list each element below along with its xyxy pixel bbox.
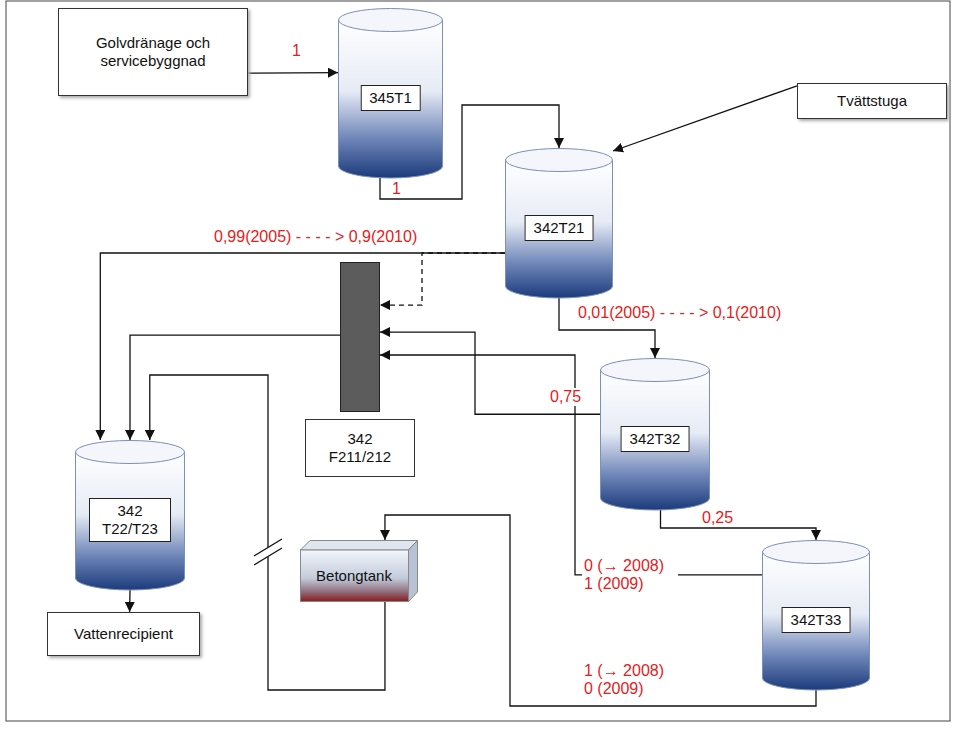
flow-connector xyxy=(380,253,505,305)
flow-fraction: 0,01(2005) - - - - > 0,1(2010) xyxy=(576,304,783,322)
node-label: 342T32 xyxy=(621,426,690,452)
node-label: 342 T22/T23 xyxy=(89,498,171,542)
flow-connector xyxy=(385,515,816,706)
node-label: 342T33 xyxy=(782,607,851,633)
process-box: Tvättstuga xyxy=(797,83,947,119)
flow-fraction: 0,25 xyxy=(700,509,735,527)
node-label: Vattenrecipient xyxy=(74,625,173,643)
flow-fraction: 1 (→ 2008) 0 (2009) xyxy=(582,662,678,698)
tank-cylinder: 342T21 xyxy=(505,148,613,298)
flow-connector xyxy=(380,355,762,575)
flow-fraction: 1 xyxy=(290,42,303,60)
flow-fraction: 1 xyxy=(390,180,403,198)
flow-connector xyxy=(380,332,600,414)
concrete-tank: Betongtank xyxy=(300,540,418,602)
process-box: Vattenrecipient xyxy=(47,612,200,656)
node-label: Tvättstuga xyxy=(837,92,907,110)
flow-connector xyxy=(129,590,131,612)
flow-connector xyxy=(248,72,338,74)
frame xyxy=(6,1,950,721)
tank-cylinder: 345T1 xyxy=(338,8,443,178)
node-label: 342T21 xyxy=(525,215,594,241)
filter-unit: 342 F211/212 xyxy=(340,262,380,412)
node-label: 345T1 xyxy=(360,85,421,111)
node-label: 342 F211/212 xyxy=(305,419,415,477)
process-box: Golvdränage och servicebyggnad xyxy=(58,8,248,96)
flow-fraction: 0,99(2005) - - - - > 0,9(2010) xyxy=(212,228,419,246)
node-label: Golvdränage och servicebyggnad xyxy=(64,34,242,70)
node-label: Betongtank xyxy=(308,564,400,588)
tank-cylinder: 342T33 xyxy=(762,540,870,690)
flow-fraction: 0,75 xyxy=(548,388,583,406)
flow-fraction: 0 (→ 2008) 1 (2009) xyxy=(582,557,678,593)
flow-connector xyxy=(100,253,505,440)
tank-cylinder: 342T32 xyxy=(600,358,710,510)
pipe-break-mark xyxy=(254,539,282,565)
flow-connector xyxy=(661,510,817,540)
flow-connector xyxy=(613,86,797,151)
tank-cylinder: 342 T22/T23 xyxy=(75,440,185,590)
